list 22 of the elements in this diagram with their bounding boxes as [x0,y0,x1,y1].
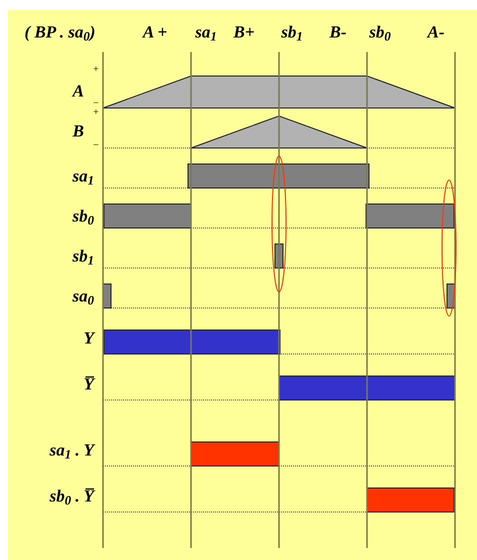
step-label: sb$_{1}$ [281,24,303,40]
signal-name: sb$_{0}$ [72,208,94,224]
level-mark: − [93,99,99,109]
signal-name: Y [84,330,94,346]
signal-name: sa$_{1}$ . Y [50,442,94,458]
step-label: ( BP . sa$_{0}$) [24,24,96,40]
step-label: sb$_{0}$ [369,24,391,40]
signal-name: sb$_{0}$ . Y̅ [50,488,94,504]
level-mark: − [93,141,99,151]
signal-name: sa$_{1}$ [72,168,94,184]
signal-name: sa$_{0}$ [72,288,94,304]
step-label: B+ [233,24,255,40]
step-label: A + [142,24,168,40]
step-label: sa$_{1}$ [195,24,217,40]
signal-name: A [72,82,84,100]
step-label: A- [428,24,444,40]
signal-name: Y̅ [84,376,94,392]
signal-name: B [72,122,84,140]
level-mark: + [93,108,99,118]
signal-name: sb$_{1}$ [72,248,94,264]
level-mark: + [93,65,99,75]
step-label: B- [330,24,346,40]
